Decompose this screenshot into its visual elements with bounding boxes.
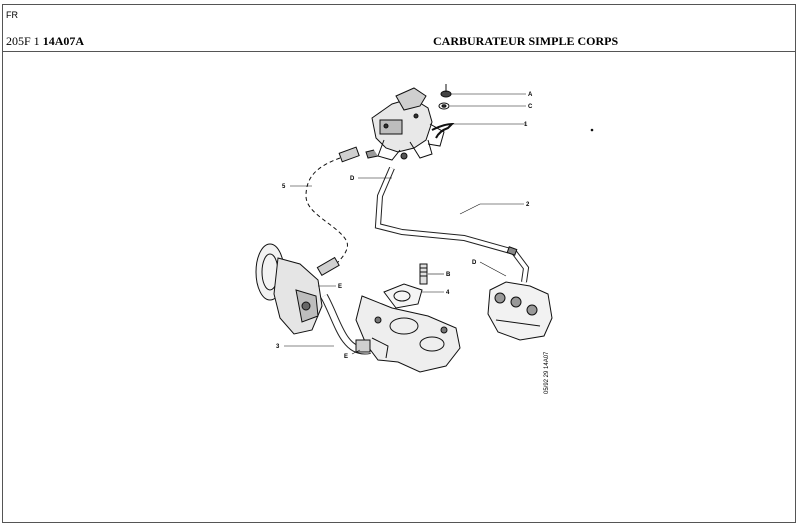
drawing-reference: 05/92 29 14A07 [544,351,550,394]
code-prefix: 205F 1 [6,34,40,48]
callout-3: 3 [276,344,280,350]
callout-2: 2 [526,202,530,208]
code-main: 14A07A [42,34,85,48]
part-c-ring[interactable] [438,102,450,110]
callout-d-lower: D [472,260,477,266]
callout-d-upper: D [350,176,355,182]
stud-b[interactable] [419,263,428,285]
language-code: FR [6,10,18,20]
callout-e-lower: E [344,354,348,360]
pipe-2[interactable] [374,166,530,283]
water-pump-part [255,243,323,335]
header-bar [3,5,796,52]
gasket-4[interactable] [383,283,423,309]
hose-5-route [305,157,348,269]
cylinder-head-part [487,281,553,341]
stray-dot [590,128,594,132]
callout-1: 1 [524,122,528,128]
hose-connector-lower[interactable] [316,256,340,277]
part-a-sleeve[interactable] [440,84,452,98]
page-title: CARBURATEUR SIMPLE CORPS [433,34,619,48]
callout-e-upper: E [338,284,342,290]
callout-5: 5 [282,184,286,190]
pipe-clip [506,246,518,256]
hose-1[interactable] [431,122,455,139]
hose-connector-upper[interactable] [338,146,360,163]
callout-a: A [528,92,533,98]
inlet-manifold-part [355,295,461,373]
part-group-code: 205F 1 14A07A [6,34,84,49]
page-frame [2,4,796,523]
carburetor-part[interactable] [365,87,445,161]
callout-leaders [284,93,526,355]
callout-4: 4 [446,290,450,296]
callout-b: B [446,272,451,278]
callout-c: C [528,104,533,110]
